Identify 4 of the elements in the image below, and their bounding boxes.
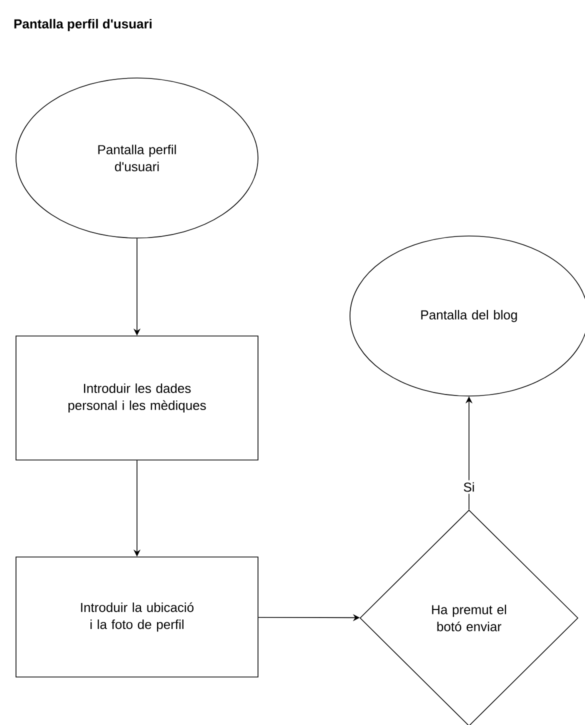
process-box: Introduir la ubicació i la foto de perfil bbox=[16, 556, 258, 678]
title: Pantalla perfil d'usuari bbox=[14, 18, 152, 32]
edge-label: Si bbox=[461, 480, 477, 494]
process-box: Introduir les dades personal i les mèdiques bbox=[16, 336, 258, 460]
